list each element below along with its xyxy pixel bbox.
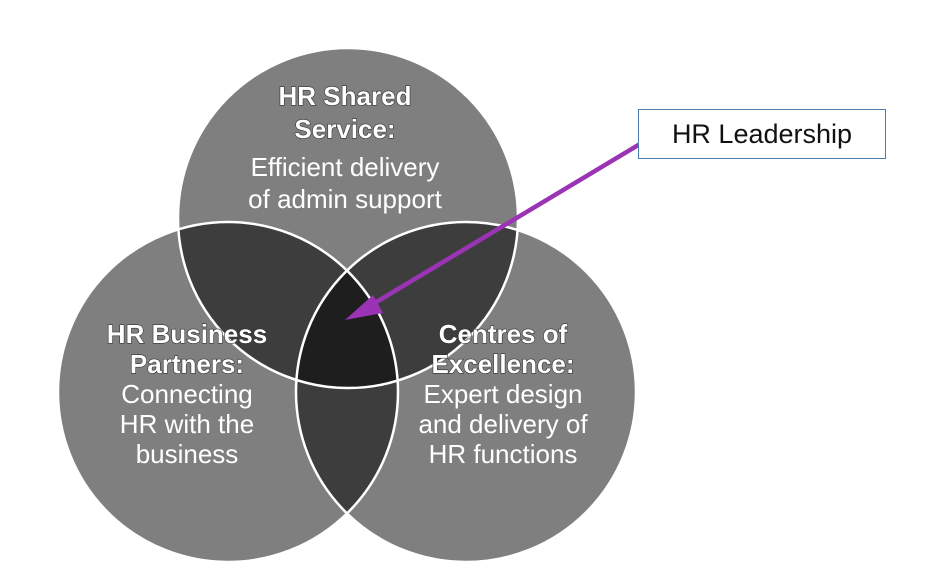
left-circle-body-line-1: Connecting: [121, 379, 253, 409]
right-circle-title-line-2: Excellence:: [431, 349, 574, 379]
top-circle-body-line-1: Efficient delivery: [251, 152, 440, 182]
right-circle-body-line-3: HR functions: [429, 439, 578, 469]
left-circle-body-line-2: HR with the: [120, 409, 254, 439]
right-circle-body-line-2: and delivery of: [418, 409, 588, 439]
outline-right: [294, 220, 638, 564]
hr-leadership-label: HR Leadership: [671, 118, 853, 149]
callout-arrow-head: [345, 295, 383, 320]
overlap-top-right: [296, 222, 518, 388]
outline-left: [56, 220, 400, 564]
overlap-top-left: [178, 222, 398, 388]
top-circle-title-line-1: HR Shared: [279, 81, 412, 111]
right-circle-title-line-1: Centres of: [439, 319, 568, 349]
left-circle-title-line-1: HR Business: [107, 319, 267, 349]
right-circle-body-line-1: Expert design: [424, 379, 583, 409]
hr-leadership-callout: HR Leadership: [638, 109, 886, 159]
top-circle-title-line-2: Service:: [294, 114, 395, 144]
left-circle-body-line-3: business: [136, 439, 239, 469]
top-circle-body-line-2: of admin support: [248, 184, 442, 214]
left-circle-title-line-2: Partners:: [130, 349, 244, 379]
callout-arrow-line: [365, 141, 643, 310]
